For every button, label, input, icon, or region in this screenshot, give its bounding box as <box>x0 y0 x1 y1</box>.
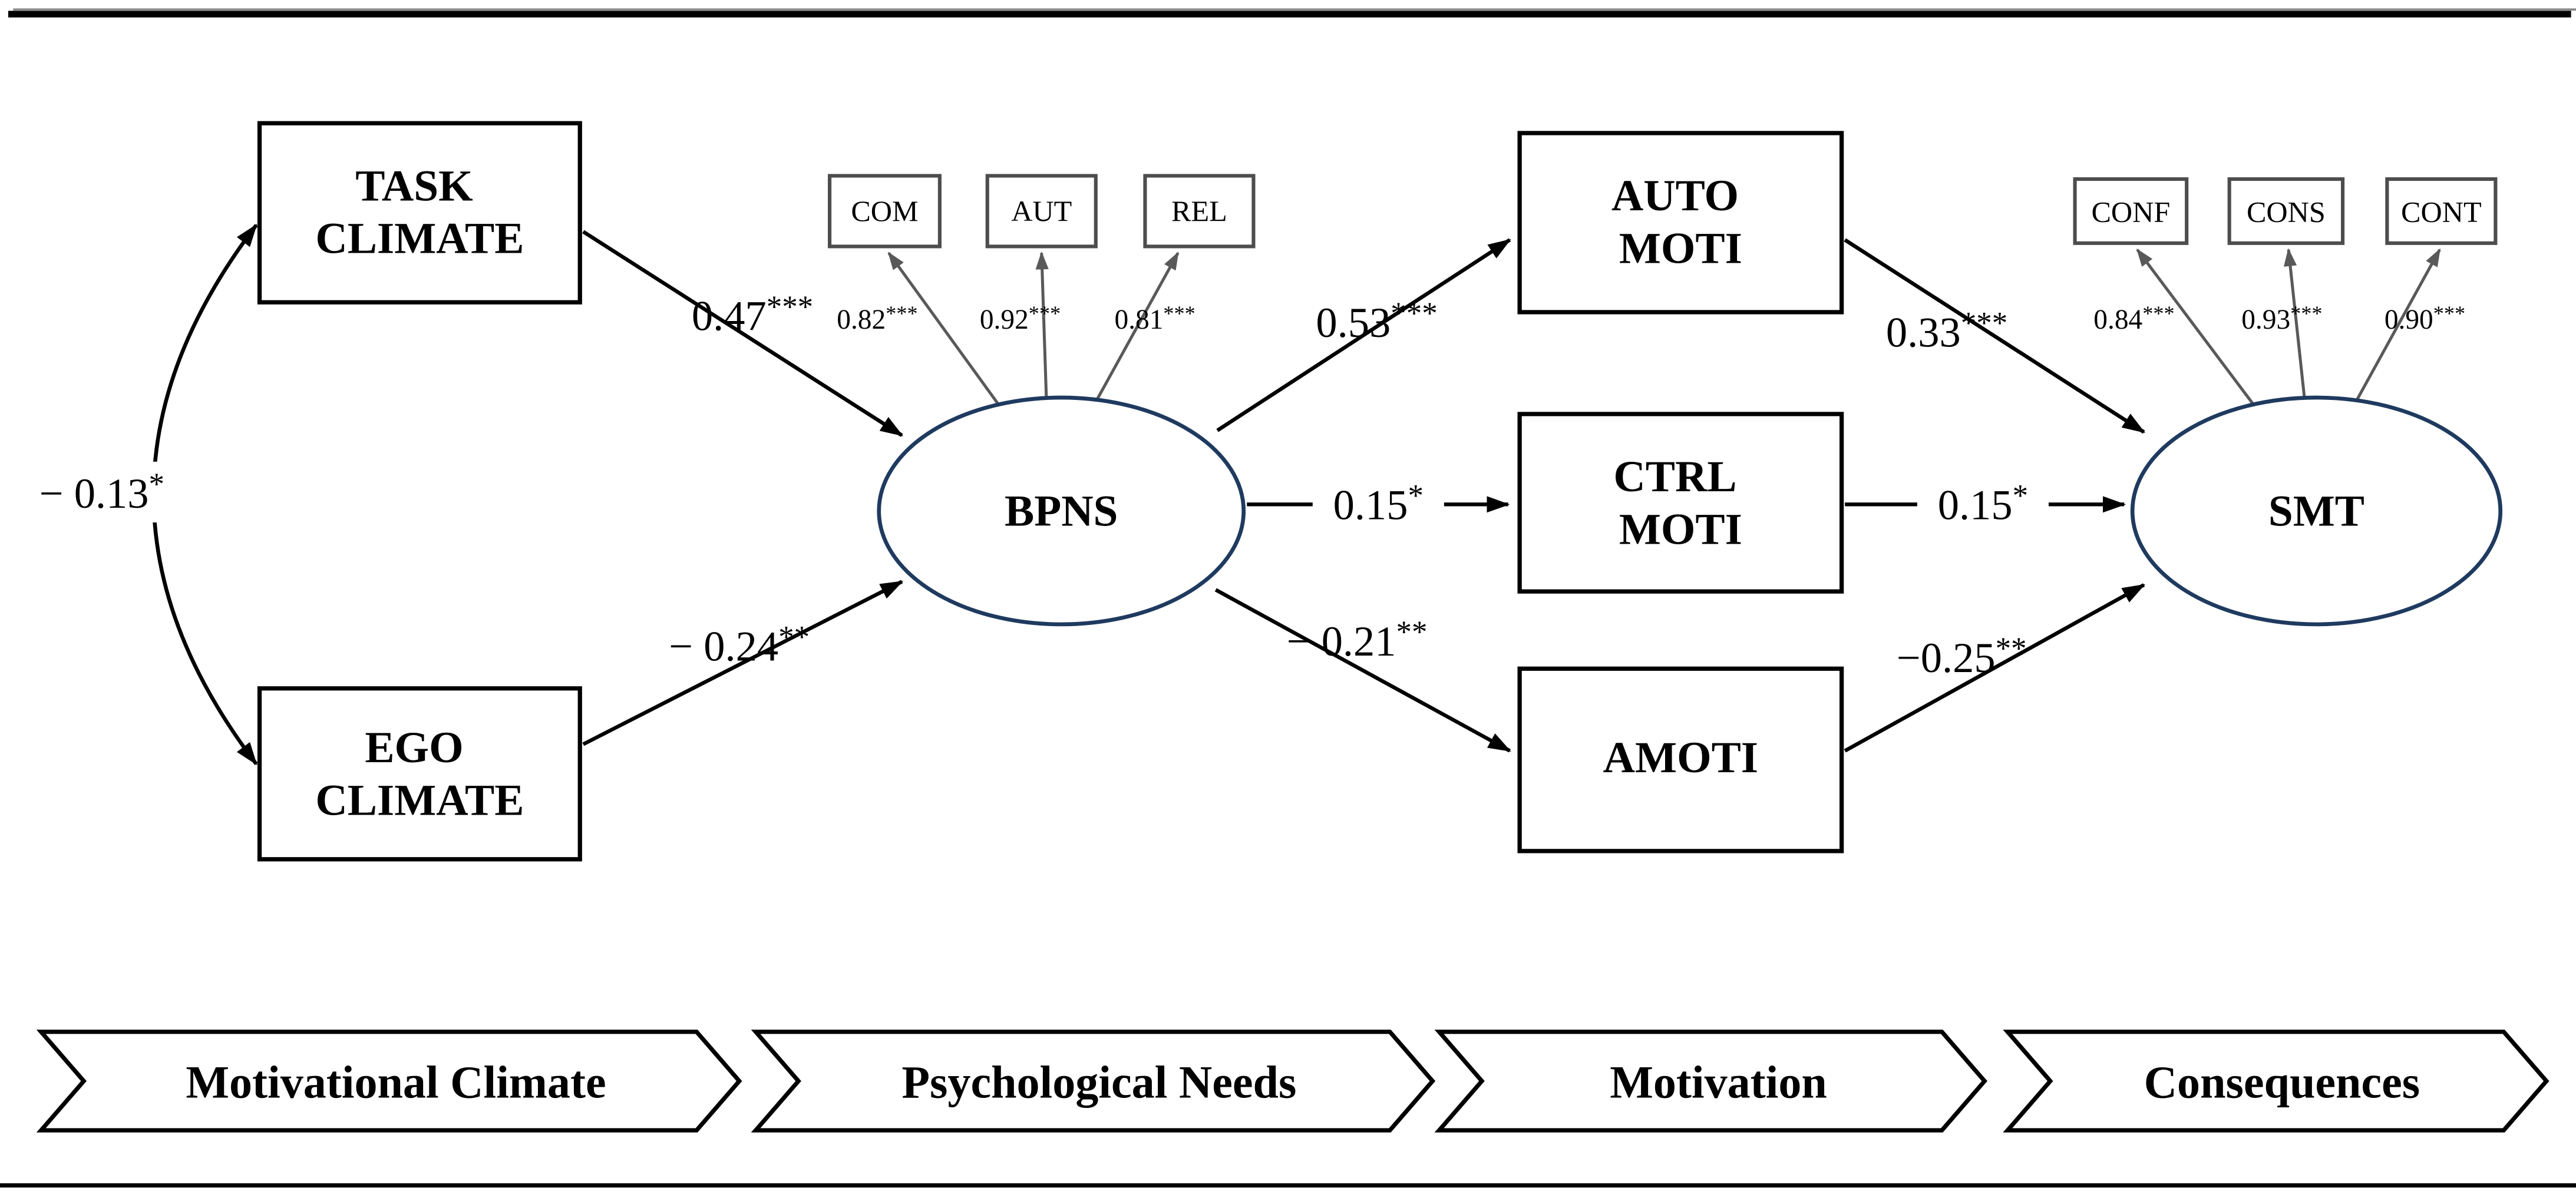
loading-com-label: 0.82*** <box>837 302 917 335</box>
node-ctrl-moti-label: CTRL MOTI <box>1613 452 1748 554</box>
loading-cont-label: 0.90*** <box>2385 302 2465 335</box>
coef-bpns-to-ctrl-moti: 0.15* <box>1333 479 1424 528</box>
stage-banner-consequences-label: Consequences <box>2144 1056 2420 1107</box>
loading-arrow-smt-to-cont <box>2349 248 2441 412</box>
node-auto-moti-label: AUTO MOTI <box>1611 171 1750 273</box>
bpns-ctrl-label-bg <box>1312 476 1444 532</box>
loading-rel-label: 0.81*** <box>1115 302 1195 335</box>
latent-smt-label: SMT <box>2268 487 2364 536</box>
coef-bpns-to-auto-moti: 0.53*** <box>1316 296 1437 346</box>
latent-bpns-ellipse <box>877 395 1246 627</box>
indicator-cont-box <box>2385 177 2498 245</box>
node-auto-moti-box <box>1517 131 1844 315</box>
node-task-climate-box <box>257 121 582 305</box>
coef-amoti-to-smt: −0.25** <box>1897 632 2027 681</box>
stage-banner-consequences <box>2003 1030 2549 1133</box>
ctrl-smt-label-bg <box>1917 476 2049 532</box>
indicator-rel-label: REL <box>1171 194 1227 227</box>
loading-arrow-bpns-to-aut <box>1035 251 1049 403</box>
path-bpns-to-amoti <box>1214 588 1511 753</box>
indicator-cons-label: CONS <box>2247 196 2326 229</box>
path-auto-moti-to-smt <box>1844 238 2146 434</box>
stage-banner-psychological-needs-label: Psychological Needs <box>901 1056 1296 1107</box>
indicator-aut-box <box>985 174 1098 249</box>
coef-ego-to-bpns: − 0.24** <box>669 620 810 670</box>
node-amoti-label: AMOTI <box>1603 733 1758 782</box>
node-ctrl-moti-box <box>1517 412 1844 594</box>
stage-banner-motivational-climate-label: Motivational Climate <box>186 1056 606 1107</box>
stage-banner-motivation-label: Motivation <box>1610 1056 1827 1107</box>
loading-conf-label: 0.84*** <box>2093 302 2174 335</box>
indicator-com-label: COM <box>851 194 918 227</box>
stage-banner-motivational-climate <box>36 1030 742 1133</box>
indicator-rel-box <box>1143 174 1256 249</box>
loading-cons-label: 0.93*** <box>2241 302 2322 335</box>
indicator-conf-box <box>2073 177 2189 245</box>
loading-arrow-smt-to-conf <box>2136 248 2262 415</box>
node-ego-climate-box <box>257 686 582 862</box>
latent-smt-ellipse <box>2130 395 2503 627</box>
coef-ctrl-moti-to-smt: 0.15* <box>1938 479 2028 528</box>
coef-task-to-bpns: 0.47*** <box>692 290 813 339</box>
loading-arrow-bpns-to-rel <box>1089 252 1180 412</box>
coef-task-ego-correlation: − 0.13* <box>39 468 164 517</box>
path-bpns-to-auto-moti <box>1216 238 1511 432</box>
indicator-com-box <box>828 174 942 249</box>
corr-label-bg <box>23 461 181 523</box>
path-amoti-to-smt <box>1844 583 2146 753</box>
loading-arrow-smt-to-cons <box>2283 248 2307 403</box>
node-task-climate-label: TASK CLIMATE <box>315 161 524 263</box>
path-ego-to-bpns <box>582 580 904 746</box>
stage-banner-psychological-needs <box>751 1030 1436 1133</box>
latent-bpns-label: BPNS <box>1005 487 1118 536</box>
loading-arrow-bpns-to-com <box>887 252 1007 415</box>
indicator-cons-box <box>2227 177 2345 245</box>
coef-bpns-to-amoti: − 0.21** <box>1287 616 1428 665</box>
loading-aut-label: 0.92*** <box>980 302 1061 335</box>
node-amoti-box <box>1517 666 1844 853</box>
indicator-cont-label: CONT <box>2401 196 2482 229</box>
coef-auto-moti-to-smt: 0.33*** <box>1886 306 2007 356</box>
indicator-aut-label: AUT <box>1011 194 1072 227</box>
node-ego-climate-label: EGO CLIMATE <box>315 723 524 825</box>
indicator-conf-label: CONF <box>2091 196 2170 229</box>
stage-banner-motivation <box>1434 1030 1988 1133</box>
path-task-to-bpns <box>582 230 904 437</box>
